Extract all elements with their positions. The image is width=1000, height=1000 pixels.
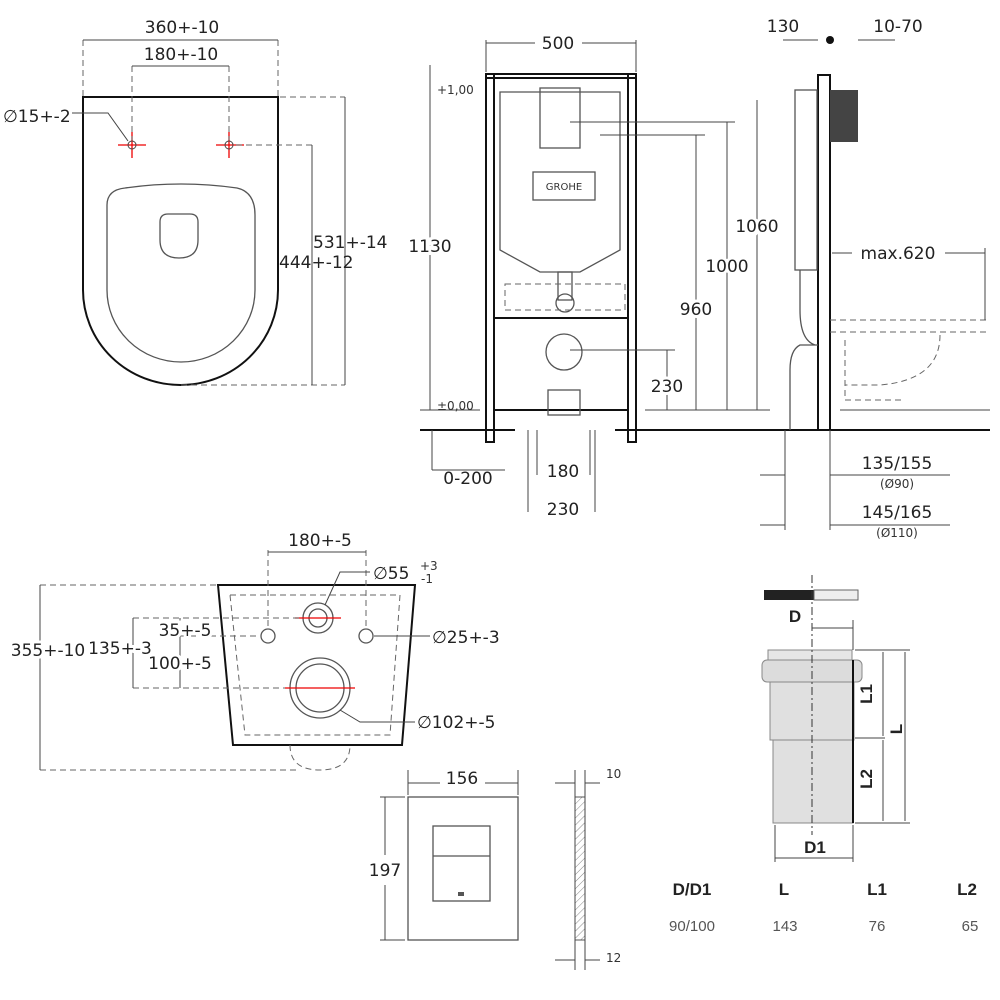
frame-height-dimension: 1130 <box>408 237 451 257</box>
bolt-hole <box>358 628 374 644</box>
seat-outline <box>106 183 256 363</box>
drain-diameter-dimension: ∅102+-5 <box>417 713 495 733</box>
pipe-label-l2: L2 <box>857 769 876 789</box>
pipe-body <box>772 739 854 824</box>
frame-front-view: GROHE +1,00 ±0,00 500 1130 1060 1000 960… <box>405 34 990 520</box>
length-dimension: 531+-14 <box>313 233 387 253</box>
plate-height-dimension: 197 <box>369 861 401 881</box>
bottom-height-dimension: 355+-10 <box>11 641 85 661</box>
table-cell: 76 <box>869 918 886 935</box>
bolt-diameter-dimension: ∅25+-3 <box>432 628 500 648</box>
toilet-bottom-view: 180+-5 ∅55 +3 -1 35+-5 135+-3 ∅25+-3 100… <box>8 531 500 771</box>
flush-opening <box>539 87 581 149</box>
toilet-top-view: 360+-10 180+-10 ∅15+-2 531+-14 444+-12 <box>3 18 387 386</box>
grohe-logo: GROHE <box>546 182 582 193</box>
pipe-label-d: D <box>789 607 801 626</box>
cistern <box>499 91 621 273</box>
frame-post-left <box>485 73 495 443</box>
pipe-label-l1: L1 <box>857 684 876 704</box>
lid-recess <box>159 213 199 259</box>
hole-spacing-dimension: 180+-10 <box>144 45 218 65</box>
wall-thickness-dimension: 10-70 <box>873 17 922 37</box>
table-header: L2 <box>957 880 977 899</box>
pipe-spec-table: D/D1 L L1 L2 90/100 143 76 65 <box>669 880 978 935</box>
dimension-100: 100+-5 <box>148 654 212 674</box>
width-dimension: 360+-10 <box>145 18 219 38</box>
mounting-hole <box>127 140 137 150</box>
table-cell: 90/100 <box>669 918 715 935</box>
dimension-135: 135+-3 <box>88 639 152 659</box>
hole-to-front-dimension: 444+-12 <box>279 253 353 273</box>
plate-thickness-bottom: 12 <box>606 951 621 965</box>
bottom-spacing-dimension: 180+-5 <box>288 531 352 551</box>
dimension-180: 180 <box>547 462 579 482</box>
plate-width-dimension: 156 <box>446 769 478 789</box>
toilet-outline <box>82 96 279 386</box>
dimension-1060: 1060 <box>735 217 778 237</box>
frame-post-right <box>627 73 637 443</box>
outlet-diameter-dimension: ∅55 <box>373 564 409 584</box>
dimension-230-height: 230 <box>651 377 683 397</box>
dimension-d90: (Ø90) <box>880 477 914 491</box>
pipe-label-l: L <box>887 724 906 734</box>
hole-diameter-dimension: ∅15+-2 <box>3 107 71 127</box>
flush-button-side <box>830 90 858 142</box>
bolt-hole <box>260 628 276 644</box>
foot-adjust-dimension: 0-200 <box>443 469 492 489</box>
depth-dimension: 130 <box>767 17 799 37</box>
dimension-1000: 1000 <box>705 257 748 277</box>
table-header: L <box>779 880 789 899</box>
plate-thickness-top: 10 <box>606 767 621 781</box>
dimension-135-155: 135/155 <box>862 454 933 474</box>
pipe-label-d1: D1 <box>804 838 826 857</box>
flush-plate: 156 197 10 12 <box>369 767 621 970</box>
frame-width-dimension: 500 <box>542 34 574 54</box>
frame-side-view: 130 10-70 max.620 135/155 (Ø90) 145/165 … <box>760 17 990 540</box>
outlet-tolerance-plus: +3 <box>420 559 438 573</box>
wall-plate <box>817 74 831 431</box>
table-cell: 65 <box>962 918 979 935</box>
table-cell: 143 <box>772 918 797 935</box>
level-top-label: +1,00 <box>437 83 474 97</box>
dimension-230-width: 230 <box>547 500 579 520</box>
bowl-back-outline <box>216 584 417 746</box>
dimension-35: 35+-5 <box>159 621 212 641</box>
dimension-960: 960 <box>680 300 712 320</box>
outlet-tolerance-minus: -1 <box>421 572 433 586</box>
mounting-hole <box>224 140 234 150</box>
drain-connection <box>545 333 583 371</box>
table-header: D/D1 <box>673 880 712 899</box>
dimension-d110: (Ø110) <box>876 526 918 540</box>
flush-button <box>432 825 491 902</box>
plate-front <box>407 796 519 941</box>
level-zero-label: ±0,00 <box>437 399 474 413</box>
max-projection-dimension: max.620 <box>861 244 936 264</box>
table-header: L1 <box>867 880 887 899</box>
dimension-145-165: 145/165 <box>862 503 933 523</box>
pipe-connector: D D1 L1 L L2 D/D1 L L1 L2 90/100 143 76 … <box>669 575 978 935</box>
